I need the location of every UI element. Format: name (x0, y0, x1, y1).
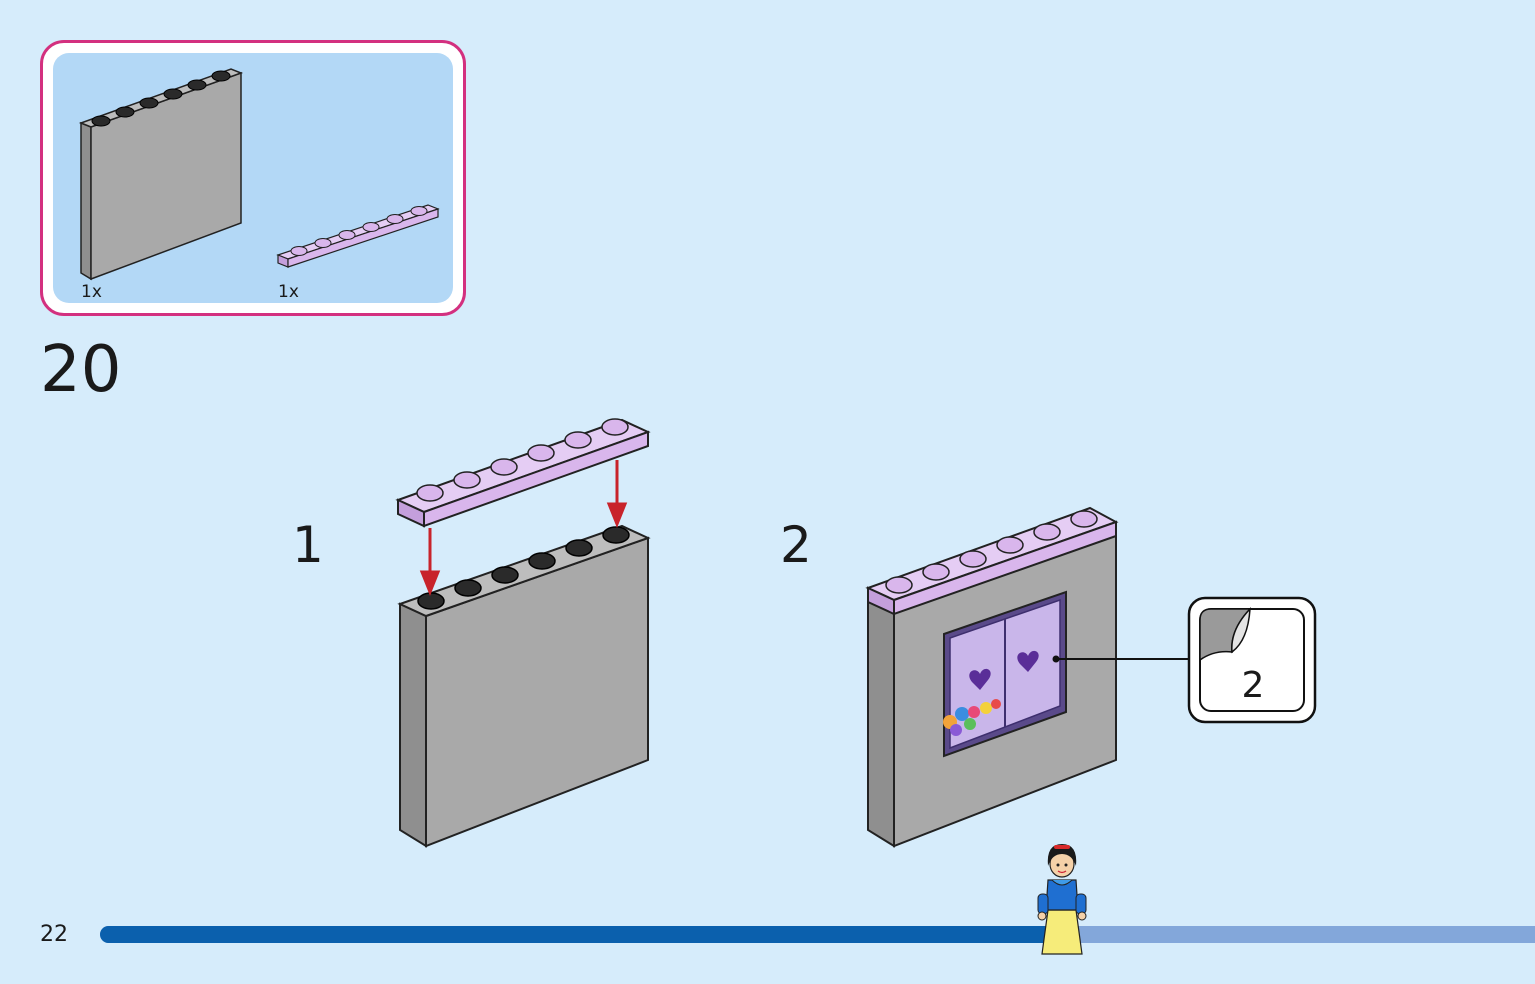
minifigure-icon (1037, 844, 1087, 955)
sticker-callout (1187, 596, 1317, 724)
gray-panel-quantity: 1x (81, 282, 102, 302)
heart-icon (969, 668, 991, 690)
step-number: 20 (40, 333, 122, 407)
substep-label-1: 1 (292, 516, 324, 574)
lavender-plate-quantity: 1x (278, 282, 299, 302)
page-number: 22 (40, 922, 68, 947)
parts-callout-inner: 1x 1x (53, 53, 453, 303)
lavender-plate-part (276, 204, 440, 268)
gray-panel-part (78, 68, 244, 281)
parts-illustration (78, 68, 440, 281)
sticker-number: 2 (1241, 665, 1265, 706)
substep-label-2: 2 (780, 516, 812, 574)
parts-callout: 1x 1x (40, 40, 466, 316)
substep-1-gray-panel (397, 524, 651, 848)
substep-1-lavender-plate (395, 418, 651, 528)
progress-fill (100, 926, 1048, 943)
arrow-icon (419, 460, 628, 597)
flowers-icon (943, 699, 1001, 736)
progress-track (100, 926, 1535, 943)
substep-2-assembled-panel (865, 506, 1190, 848)
heart-icon (1017, 650, 1039, 672)
window-shutter-sticker (943, 590, 1067, 758)
